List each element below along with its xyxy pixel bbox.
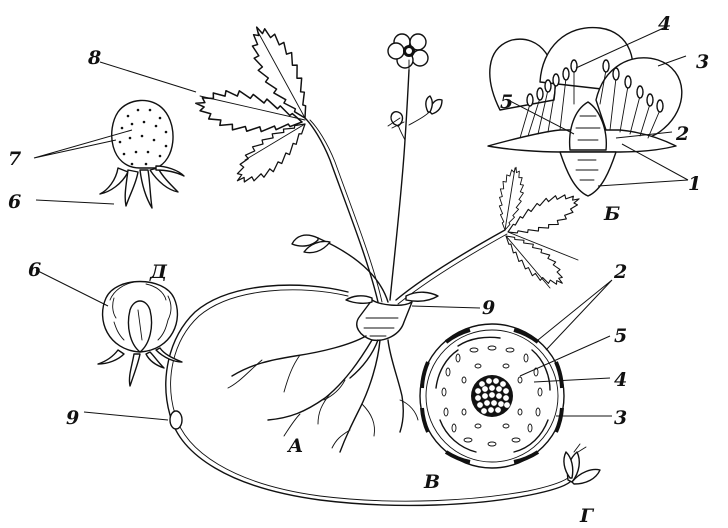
label-3-diagram: 3 xyxy=(614,407,627,429)
daughter-rosette xyxy=(564,444,600,484)
fruit-D xyxy=(100,100,184,208)
fruit-section xyxy=(98,282,182,387)
roots xyxy=(228,336,418,452)
label-2-diagram: 2 xyxy=(613,261,627,283)
label-9-stolon: 9 xyxy=(66,407,79,429)
label-5-flower: 5 xyxy=(500,91,513,113)
label-6-fruit: 6 xyxy=(8,191,21,213)
label-6-section: 6 xyxy=(28,259,41,281)
compound-leaf-upper xyxy=(192,18,321,193)
label-D: Д xyxy=(149,261,168,283)
flower-section-B xyxy=(488,28,682,196)
petioles xyxy=(305,70,507,304)
label-4-diagram: 4 xyxy=(614,369,627,391)
label-G: Г xyxy=(579,505,595,527)
label-4-flower: 4 xyxy=(658,13,671,35)
berry xyxy=(112,100,173,168)
label-V: В xyxy=(423,471,440,493)
floral-diagram-V xyxy=(420,324,564,468)
label-7: 7 xyxy=(8,148,21,170)
label-A: А xyxy=(286,435,303,457)
label-8: 8 xyxy=(87,47,101,69)
label-1: 1 xyxy=(688,173,701,195)
label-9-rosette: 9 xyxy=(482,297,495,319)
label-2-flower: 2 xyxy=(675,123,689,145)
runner-node xyxy=(170,411,182,429)
flower-top xyxy=(388,34,428,70)
label-5-diagram: 5 xyxy=(614,325,627,347)
label-3-flower: 3 xyxy=(696,51,709,73)
flower-buds xyxy=(388,96,442,128)
compound-leaf-right xyxy=(493,165,585,293)
gynoecium xyxy=(471,375,513,417)
rhizome xyxy=(357,300,412,340)
label-B: Б xyxy=(603,203,620,225)
